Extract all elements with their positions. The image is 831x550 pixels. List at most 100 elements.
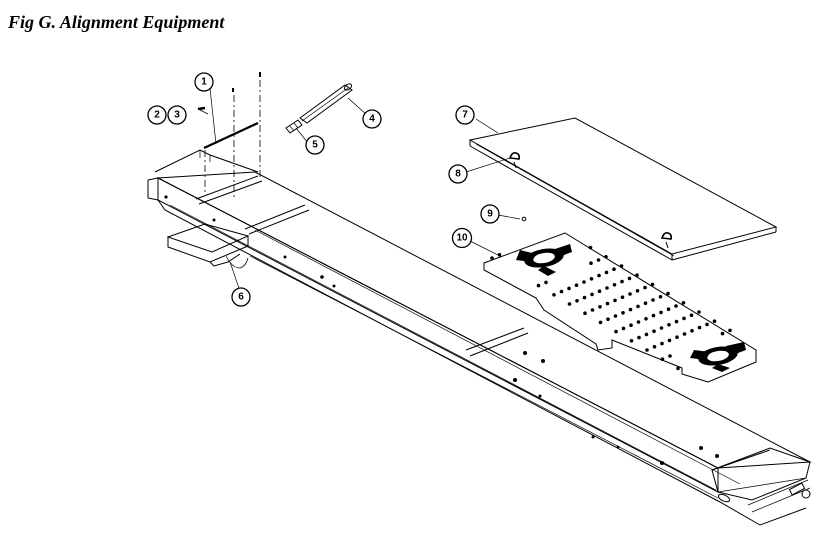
- plate-hole: [690, 329, 694, 333]
- plate-hole: [635, 289, 640, 293]
- plate-hole: [629, 339, 634, 343]
- plate-hole: [613, 298, 617, 303]
- plate-hole: [636, 304, 640, 309]
- plate-hole: [612, 283, 617, 287]
- plate-hole: [651, 298, 655, 302]
- plate-hole: [604, 270, 609, 275]
- callout-6-label: 6: [238, 292, 244, 303]
- callout-7-label: 7: [462, 110, 468, 121]
- plate-hole: [621, 311, 625, 315]
- plate-hole: [552, 293, 556, 297]
- plate-hole: [667, 323, 671, 327]
- plate-hole: [588, 245, 593, 250]
- plate-hole: [689, 313, 694, 318]
- callout-6: 6: [231, 287, 251, 307]
- turntable-1: [516, 244, 572, 276]
- plate-hole: [659, 326, 664, 330]
- plate-hole: [490, 256, 494, 260]
- callout-1-label: 1: [201, 77, 207, 88]
- plate-hole: [667, 338, 672, 343]
- plate-hole: [660, 357, 665, 362]
- callout-8: 8: [448, 164, 468, 184]
- plate-hole: [497, 253, 502, 257]
- plate-hole: [613, 314, 618, 318]
- callout-5-label: 5: [312, 140, 318, 151]
- plate-hole: [681, 301, 686, 305]
- plate-hole: [658, 295, 663, 299]
- plate-hole: [682, 316, 686, 321]
- plate-hole: [567, 286, 571, 291]
- figure-title: Fig G. Alignment Equipment: [8, 12, 225, 32]
- plate-hole: [596, 258, 601, 262]
- callout-10: 10: [451, 227, 473, 249]
- plate-hole: [674, 319, 679, 324]
- plate-hole: [567, 302, 572, 306]
- plate-hole: [583, 311, 587, 316]
- spring-bolt: [285, 119, 303, 134]
- plate-hole: [668, 354, 672, 358]
- plate-hole: [536, 283, 541, 288]
- plate-hole: [605, 301, 610, 306]
- callout-2-label: 2: [154, 110, 160, 121]
- plate-hole: [614, 329, 618, 334]
- plate-hole: [636, 320, 641, 324]
- runway-beam: [147, 149, 812, 526]
- plate-hole: [643, 285, 647, 290]
- cover-handles: [508, 152, 672, 249]
- callout-8-label: 8: [455, 169, 461, 180]
- plate-hole: [629, 323, 633, 328]
- plate-hole: [720, 331, 725, 336]
- callout-5: 5: [305, 135, 325, 155]
- plate-hole: [652, 329, 656, 334]
- callout-10-label: 10: [456, 233, 468, 244]
- plate-hole: [620, 295, 625, 300]
- plate-hole: [660, 341, 664, 346]
- plate-hole: [604, 254, 608, 259]
- plate-hole: [676, 366, 680, 371]
- plate-hole: [659, 310, 663, 315]
- callout-9-label: 9: [487, 209, 493, 220]
- plate-hole: [559, 289, 564, 294]
- plate-hole: [598, 305, 602, 309]
- plate-hole: [643, 301, 648, 306]
- plate-hole: [651, 313, 656, 318]
- plate-hole: [635, 273, 639, 278]
- plate-hole: [674, 304, 678, 308]
- plate-hole: [682, 332, 687, 336]
- plate-hole: [589, 261, 593, 266]
- plate-hole: [666, 307, 671, 312]
- plate-hole: [606, 317, 610, 322]
- plate-hole: [628, 292, 632, 296]
- callout-4: 4: [362, 109, 382, 129]
- plate-hole: [544, 280, 548, 285]
- callout-4-label: 4: [369, 114, 375, 125]
- screw-part: [197, 106, 206, 111]
- plate-hole: [666, 291, 670, 296]
- plate-hole: [574, 283, 579, 288]
- plate-hole: [612, 267, 616, 272]
- callout-7: 7: [455, 105, 475, 125]
- plate-hole: [644, 317, 648, 321]
- plate-hole: [598, 320, 603, 325]
- plate-hole: [619, 264, 624, 268]
- plate-hole: [589, 277, 594, 281]
- callout-3: 3: [167, 105, 187, 125]
- plate-hole: [728, 328, 732, 333]
- callout-3-label: 3: [174, 110, 180, 121]
- plate-hole: [575, 299, 579, 303]
- plate-hole: [621, 326, 626, 331]
- plate-hole: [590, 308, 595, 312]
- slip-plate-bracket: [166, 223, 250, 269]
- plate-hole: [697, 325, 702, 330]
- plate-hole: [712, 319, 717, 324]
- plate-hole: [644, 332, 649, 337]
- callout-2: 2: [147, 105, 167, 125]
- plate-hole: [620, 279, 624, 284]
- plate-hole: [627, 276, 632, 281]
- rod-bar: [299, 83, 353, 124]
- plate-hole: [605, 286, 609, 290]
- plate-hole: [697, 310, 701, 314]
- perforated-plate: [483, 232, 757, 383]
- small-fastener: [521, 216, 527, 222]
